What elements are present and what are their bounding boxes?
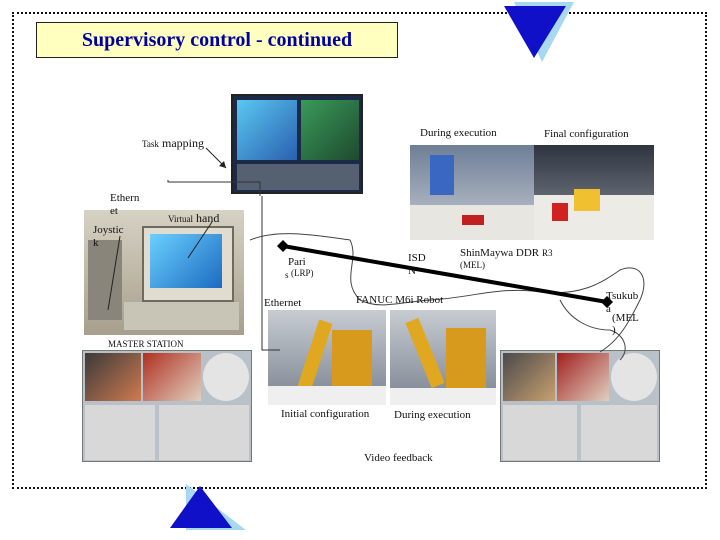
shinmaywa-label: ShinMaywa DDR bbox=[460, 247, 540, 259]
node-paris-marker bbox=[277, 240, 289, 252]
triangle-down-icon bbox=[504, 6, 566, 58]
r3-label: R3 bbox=[542, 248, 553, 258]
during-execution-bottom-label: During execution bbox=[394, 409, 471, 421]
tsukuba-label-b: a bbox=[606, 303, 611, 315]
ethernet-label-1b: et bbox=[110, 205, 118, 217]
lrp-label: (LRP) bbox=[291, 268, 314, 278]
task-mapping-arrowhead bbox=[219, 161, 226, 168]
virtual-hand-label: hand bbox=[196, 211, 220, 225]
joystick-arrow bbox=[107, 235, 121, 311]
paris-label-b: s bbox=[285, 270, 289, 280]
triangle-up-icon bbox=[170, 486, 232, 528]
initial-configuration-label: Initial configuration bbox=[281, 408, 370, 420]
mel-label: (MEL bbox=[612, 312, 639, 324]
map-outline-2 bbox=[559, 299, 626, 361]
slide-frame bbox=[12, 12, 707, 489]
video-feedback-right-panel bbox=[500, 350, 660, 462]
during-execution-top-photo bbox=[410, 145, 534, 240]
ethernet-line-bottom bbox=[261, 196, 280, 351]
mel-small-label: (MEL) bbox=[460, 260, 485, 270]
task-mapping-label-small: Task bbox=[142, 139, 159, 149]
video-feedback-left-panel bbox=[82, 350, 252, 462]
ethernet-line-top bbox=[167, 180, 261, 196]
link-paris-tsukuba bbox=[282, 244, 608, 304]
slide-title: Supervisory control - continued bbox=[36, 22, 398, 58]
final-configuration-photo bbox=[534, 145, 654, 240]
map-outline bbox=[249, 233, 645, 353]
virtual-hand-arrow bbox=[187, 221, 213, 259]
virtual-hand-label-small: Virtual bbox=[168, 214, 193, 224]
during-execution-bottom-photo bbox=[390, 310, 496, 405]
isd-label-a: ISD bbox=[408, 252, 426, 264]
video-feedback-label: Video feedback bbox=[364, 452, 433, 464]
task-mapping-screen-photo bbox=[231, 94, 363, 194]
fanuc-robot-label: FANUC M6i Robot bbox=[356, 294, 444, 306]
master-station-label: MASTER STATION bbox=[108, 339, 184, 349]
tsukuba-label: Tsukub bbox=[606, 290, 639, 302]
master-station-photo bbox=[84, 210, 244, 335]
ethernet-label-1a: Ethern bbox=[110, 192, 140, 204]
isd-label-b: N bbox=[408, 265, 416, 277]
ethernet-label-2: Ethernet bbox=[264, 297, 302, 309]
task-mapping-label: mapping bbox=[162, 136, 204, 150]
joystick-label-a: Joystic bbox=[93, 224, 124, 236]
joystick-label-b: k bbox=[93, 237, 99, 249]
final-configuration-label: Final configuration bbox=[544, 128, 629, 140]
initial-configuration-photo bbox=[268, 310, 386, 405]
during-execution-top-label: During execution bbox=[420, 127, 497, 139]
mel-label-b: ) bbox=[612, 324, 616, 336]
paris-label-a: Pari bbox=[288, 256, 306, 268]
node-tsukuba-marker bbox=[601, 296, 613, 308]
